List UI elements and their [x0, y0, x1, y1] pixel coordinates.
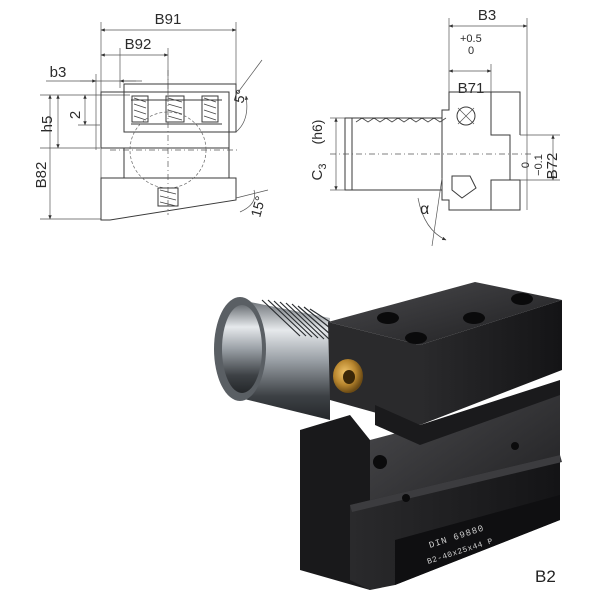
- bottom-screw-icon: [157, 187, 179, 207]
- tol-b72-zero: 0: [520, 162, 532, 168]
- screw-right-icon: [201, 95, 219, 123]
- dim-b82: B82: [33, 162, 50, 189]
- front-view: B91 B92 b3 B82 h5 2: [33, 11, 268, 221]
- product-photo: DIN 69880 B2-40x25x44 P B2: [214, 282, 562, 590]
- dim-h5: h5: [39, 116, 56, 133]
- tol-plus-05: +0.5: [460, 33, 482, 45]
- dim-b3: B3: [478, 7, 496, 24]
- dim-2: 2: [67, 111, 84, 119]
- dim-b72: B72: [544, 153, 561, 180]
- side-view: B3 +0.5 0 B71 C3 (h6) B72 0 −: [309, 7, 561, 247]
- dim-b71: B71: [458, 80, 485, 97]
- dim-angle-15: 15°: [247, 194, 268, 219]
- angle-alpha: α: [420, 201, 429, 218]
- dim-h6: (h6): [309, 120, 325, 145]
- tol-zero: 0: [468, 45, 474, 57]
- dim-c3: C3: [309, 164, 329, 181]
- dim-b91: B91: [155, 11, 182, 28]
- screw-left-icon: [131, 95, 149, 123]
- tol-b72-minus: −0.1: [533, 154, 545, 176]
- dim-b3-small: b3: [50, 64, 67, 81]
- screw-center-icon: [165, 95, 185, 123]
- dim-angle-5: 5°: [230, 88, 249, 105]
- model-label: B2: [535, 567, 556, 586]
- dim-b92: B92: [125, 36, 152, 53]
